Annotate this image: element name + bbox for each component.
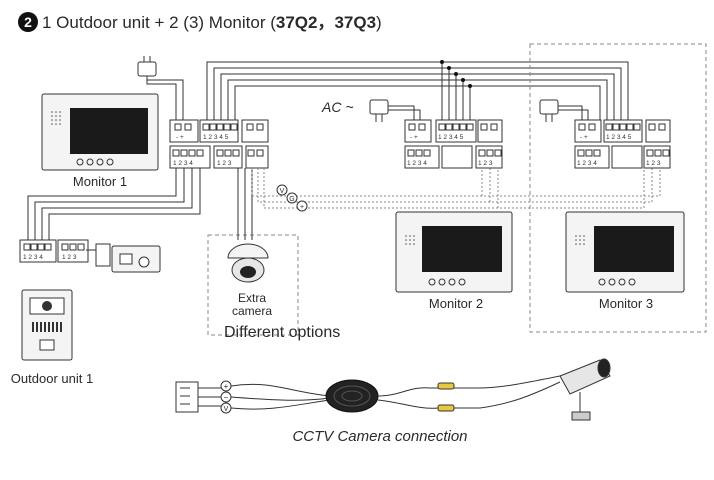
outdoor-wires [27, 168, 201, 242]
signal-marks: V G + [276, 184, 308, 212]
monitor-2: Monitor 2 [395, 211, 513, 311]
outdoor-unit-1-label: Outdoor unit 1 [11, 371, 93, 386]
tb1-power-label: - + [176, 134, 184, 141]
svg-text:1 Outdoor unit + 2 (3) Monito: 1 Outdoor unit + 2 (3) Monitor (37Q2，37Q… [42, 13, 382, 32]
title-suffix: ) [376, 13, 382, 32]
cctv-plus-mark: + [224, 382, 229, 391]
step-badge [18, 12, 38, 32]
model-37q3: 37Q3 [334, 13, 376, 32]
outdoor-terminal: 1 2 3 4 1 2 3 [19, 239, 89, 263]
cctv-signal-lines [251, 168, 661, 209]
ac-label: AC ~ [321, 99, 354, 115]
extra-camera-option: Extra camera Different options [207, 168, 340, 341]
monitor-3-label: Monitor 3 [599, 296, 653, 311]
terminal-block-monitor-3: - + 1 2 3 4 5 1 2 3 4 1 2 3 [574, 119, 671, 169]
lock-bus-label: 1 2 3 [62, 254, 77, 261]
power-adapter-2: AC ~ [321, 99, 421, 122]
video-mark: V [280, 188, 285, 195]
tb3-power-label: - + [580, 134, 588, 141]
tb2-door-label: 1 2 3 4 [407, 160, 427, 167]
model-37q2: 37Q2 [276, 13, 318, 32]
title-prefix: 1 Outdoor unit + 2 (3) Monitor ( [42, 13, 276, 32]
monitor-1: Monitor 1 [41, 93, 159, 189]
monitor-3-option-frame [529, 43, 707, 333]
plus-mark: + [300, 204, 304, 211]
terminal-block-monitor-1: - + 1 2 3 4 5 1 2 3 4 1 2 3 [169, 119, 269, 169]
tb3-camera-label: 1 2 3 [646, 160, 661, 167]
tb3-door-label: 1 2 3 4 [577, 160, 597, 167]
tb2-bus-label: 1 2 3 4 5 [438, 134, 464, 141]
cctv-minus-mark: − [224, 393, 229, 402]
extra-camera-label-2: camera [232, 304, 272, 318]
tb1-aux-label: 1 2 3 [217, 160, 232, 167]
tb2-camera-label: 1 2 3 [478, 160, 493, 167]
terminal-block-monitor-2: - + 1 2 3 4 5 1 2 3 4 1 2 3 [404, 119, 503, 169]
cctv-connection-label: CCTV Camera connection [292, 428, 467, 445]
power-adapter-1 [137, 56, 184, 122]
tb2-power-label: - + [410, 134, 418, 141]
step-badge-number: 2 [24, 14, 32, 30]
cctv-video-mark: V [224, 406, 229, 413]
tb1-bus-label: 1 2 3 4 5 [203, 134, 229, 141]
tb1-door-label: 1 2 3 4 [173, 160, 193, 167]
monitor-3: Monitor 3 [565, 211, 685, 311]
tb3-bus-label: 1 2 3 4 5 [606, 134, 632, 141]
diagram-title: 2 1 Outdoor unit + 2 (3) Monitor (37Q2，3… [18, 12, 382, 32]
title-separator: ， [317, 13, 334, 32]
bus-junctions [440, 60, 472, 88]
ground-mark: G [289, 196, 294, 203]
monitor-1-label: Monitor 1 [73, 174, 127, 189]
outdoor-bus-label: 1 2 3 4 [23, 254, 43, 261]
bus-wires [206, 61, 629, 122]
power-adapter-3 [539, 99, 589, 122]
extra-camera-label-1: Extra [238, 291, 266, 305]
monitor-2-label: Monitor 2 [429, 296, 483, 311]
door-lock [86, 243, 161, 273]
cctv-connection: + − V CCTV Camera connection [175, 358, 611, 445]
outdoor-unit-1: Outdoor unit 1 [11, 289, 93, 386]
different-options-label: Different options [224, 324, 340, 341]
